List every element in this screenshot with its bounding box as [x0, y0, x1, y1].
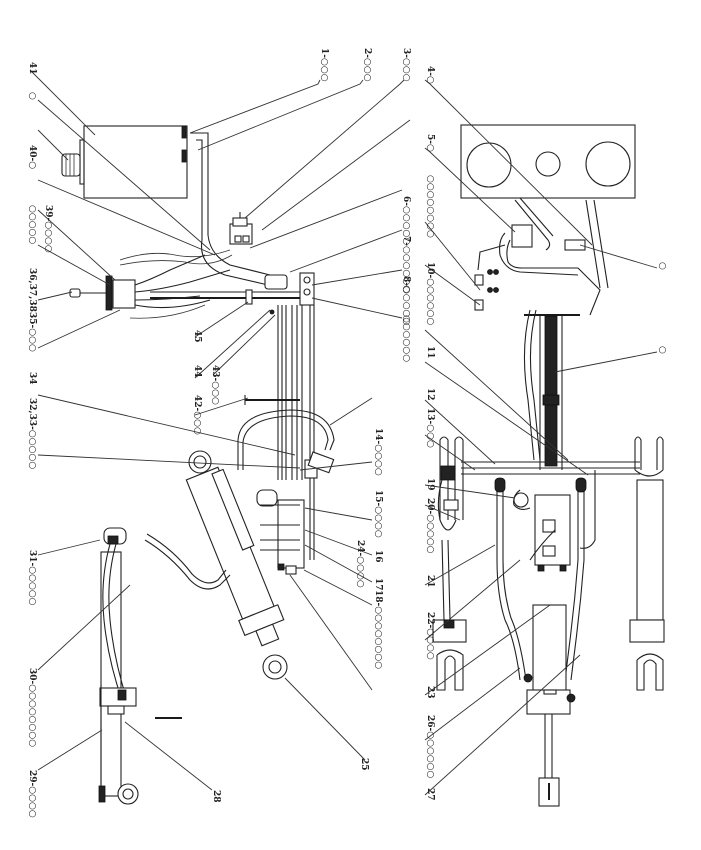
control-valve-left — [69, 254, 231, 311]
u-hose-loop — [237, 409, 335, 470]
callout-35: 35-○○○ — [27, 312, 37, 352]
small-cylinder — [98, 527, 182, 805]
right-valve-and-pipes — [474, 197, 609, 316]
filler-cap — [61, 153, 81, 177]
callout-11: 11 — [425, 346, 435, 359]
callout-labels: 1-○○○ 2-○○○ 3-○○○ 4-○ 5-○ 6-○○○○○ 7-○○○○… — [27, 48, 667, 818]
fork-left-upper — [437, 436, 464, 531]
callout-c3: ○ — [657, 346, 667, 354]
callout-38b: ○○○○○ — [27, 205, 37, 244]
callout-42: 42-○○○ — [192, 395, 202, 435]
callout-43: 43-○○○ — [210, 365, 220, 405]
callout-2: 2-○○○ — [362, 48, 372, 82]
fork-left-lower — [432, 539, 467, 691]
callout-14: 14-○○○○ — [373, 428, 383, 476]
callout-30: 30-○○○○○○○○ — [27, 668, 37, 747]
callout-21: 21 — [425, 575, 435, 588]
side-hoses — [494, 470, 596, 681]
right-cylinder — [629, 436, 665, 691]
callout-41: 41 — [27, 62, 37, 75]
callout-31: 31-○○○○○ — [27, 550, 37, 606]
hydraulic-cylinder-main — [185, 450, 288, 680]
callout-25: 25 — [359, 758, 369, 771]
callout-18: 18-○○○○○○○○ — [373, 590, 383, 669]
manifold — [150, 272, 315, 306]
central-hose-bundle — [523, 309, 580, 470]
connecting-hose — [144, 533, 231, 590]
callout-c1: ○ — [27, 92, 37, 100]
reservoir-tank — [79, 125, 188, 199]
callout-36-37-38: 36,37,38 — [27, 268, 37, 312]
callout-27: 27 — [425, 788, 435, 801]
callout-17: 17 — [373, 578, 383, 591]
callout-44: 44 — [192, 365, 202, 378]
callout-12: 12 — [425, 388, 435, 401]
crossbar-frame — [461, 461, 640, 475]
callout-7: 7-○○○○○○ — [401, 236, 411, 293]
bottom-valve-stem — [523, 604, 576, 807]
gauge-panel — [460, 124, 636, 199]
callout-4: 4-○ — [425, 66, 435, 84]
callout-39: 39-○○○○ — [43, 205, 53, 253]
callout-6: 6-○○○○○ — [401, 196, 411, 245]
callout-19: 19 — [425, 478, 435, 491]
callout-c4: ○○○○○○ — [401, 315, 411, 362]
valve-block-upper — [229, 212, 253, 245]
callout-16: 16 — [373, 550, 383, 563]
callout-28: 28 — [211, 790, 221, 803]
distributor-block — [256, 451, 335, 575]
callout-34: 34 — [27, 372, 37, 385]
tank-outlet-pipes — [190, 132, 271, 286]
callout-26: 26-○○○○○○ — [425, 715, 435, 779]
callout-29: 29-○○○○ — [27, 770, 37, 818]
callout-15: 15-○○○○ — [373, 490, 383, 538]
callout-40: 40-○ — [27, 145, 37, 169]
callout-20: 20-○○○○○ — [425, 498, 435, 554]
callout-45: 45 — [192, 330, 202, 343]
pump-block — [513, 489, 571, 572]
callout-32-33: 32,33-○○○○○ — [27, 398, 37, 469]
callout-8: 8-○○○○○ — [401, 276, 411, 325]
callout-3: 3-○○○ — [401, 48, 411, 82]
callout-23: 23 — [425, 686, 435, 699]
callout-24: 24-○○○○ — [355, 540, 365, 588]
callout-10: 10-○○○○○○ — [425, 262, 435, 326]
callout-5: 5-○ — [425, 134, 435, 152]
callout-22: 22-○○○○ — [425, 612, 435, 660]
vertical-hoses — [244, 305, 315, 560]
callout-13: 13-○○○ — [425, 408, 435, 448]
leader-lines — [29, 69, 658, 796]
callout-9: ○○○○○○○○ — [425, 175, 435, 238]
callout-c2: ○ — [657, 262, 667, 270]
callout-1: 1-○○○ — [319, 48, 329, 82]
